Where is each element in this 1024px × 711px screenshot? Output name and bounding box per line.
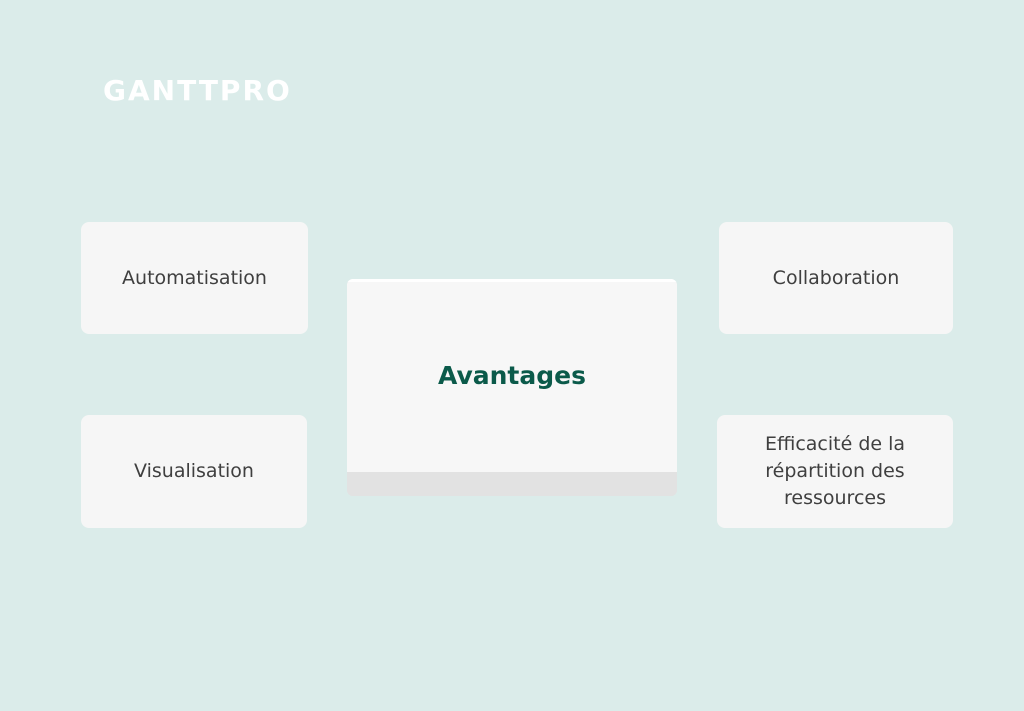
benefit-label: Efficacité de la répartition des ressour… [764, 433, 906, 509]
center-title: Avantages [438, 360, 586, 390]
laptop-screen: Avantages [347, 279, 677, 472]
center-laptop-card: Avantages [347, 279, 677, 496]
benefit-card-automatisation: Automatisation [81, 222, 308, 334]
benefit-label: Collaboration [772, 266, 900, 289]
benefit-label: Visualisation [134, 460, 254, 482]
benefit-card-efficacite: Efficacité de la répartition des ressour… [717, 415, 953, 528]
laptop-base [347, 472, 677, 496]
benefit-card-collaboration: Collaboration [719, 222, 953, 334]
benefit-label: Automatisation [122, 266, 267, 289]
ganttpro-logo: GANTTPRO [103, 74, 292, 107]
benefit-card-visualisation: Visualisation [81, 415, 307, 528]
